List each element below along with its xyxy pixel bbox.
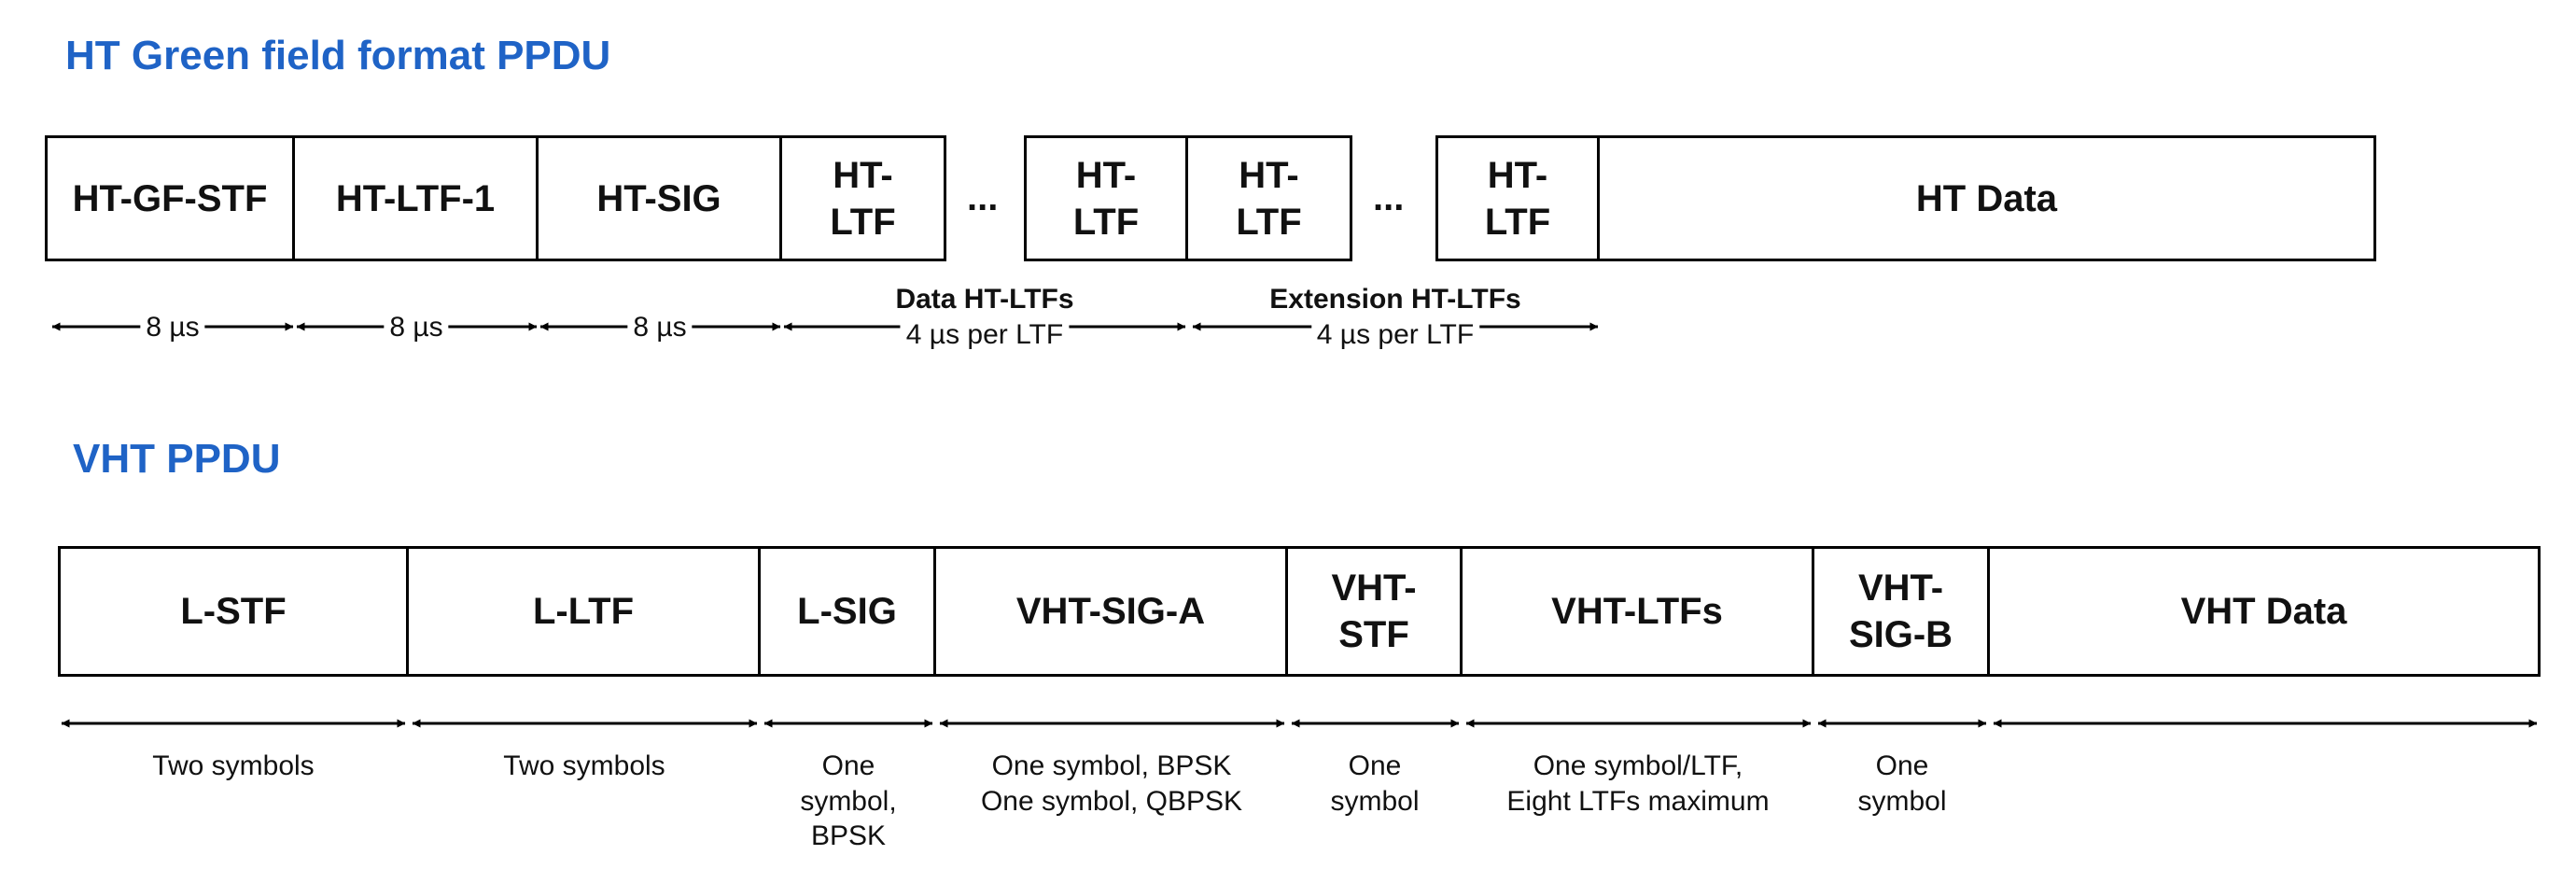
field-label: L-SIG [797, 591, 897, 632]
ht-ltf-field-1: HT-LTF [782, 135, 946, 261]
ht-ltf-field-4: HT-LTF [1435, 135, 1600, 261]
l-ltf-field: L-LTF [409, 546, 761, 677]
vht-duration-label-ltfs: One symbol/LTF, Eight LTFs maximum [1506, 750, 1770, 817]
ht-data-field: HT Data [1600, 135, 2376, 261]
l-stf-field: L-STF [58, 546, 409, 677]
field-label: HT-LTF-1 [335, 177, 496, 219]
vht-data-field: VHT Data [1990, 546, 2541, 677]
field-label: HT-LTF [1072, 154, 1140, 243]
vht-stf-field: VHT-STF [1288, 546, 1463, 677]
ht-ellipsis-2: ... [1373, 177, 1405, 218]
field-label: HT-LTF [830, 154, 896, 243]
field-label: L-STF [180, 591, 287, 632]
l-sig-field: L-SIG [761, 546, 936, 677]
vht-sig-a-field: VHT-SIG-A [936, 546, 1288, 677]
vht-duration-label-l-ltf: Two symbols [503, 750, 665, 781]
ht-section-title: HT Green field format PPDU [65, 33, 611, 78]
field-label: HT-SIG [596, 177, 721, 219]
field-label: VHT-SIG-A [1015, 591, 1206, 632]
ht-ltf-field-3: HT-LTF [1188, 135, 1352, 261]
ht-duration-label-sig: 8 µs [627, 310, 693, 345]
ht-ltf-1-field: HT-LTF-1 [295, 135, 539, 261]
ht-gf-stf-field: HT-GF-STF [45, 135, 295, 261]
field-label: VHT-STF [1331, 568, 1417, 655]
vht-duration-label-sig-b: One symbol [1857, 750, 1947, 817]
vht-ltfs-field: VHT-LTFs [1463, 546, 1814, 677]
vht-sig-b-field: VHT-SIG-B [1814, 546, 1990, 677]
field-label: VHT-LTFs [1551, 591, 1723, 632]
ht-ellipsis-1: ... [967, 177, 999, 218]
vht-duration-label-sig-a: One symbol, BPSK One symbol, QBPSK [980, 750, 1243, 817]
field-label: HT-LTF [1236, 154, 1302, 243]
vht-duration-label-l-stf: Two symbols [152, 750, 315, 781]
vht-section-title: VHT PPDU [73, 436, 281, 482]
ht-duration-label-data-ltfs: Data HT-LTFs 4 µs per LTF [889, 282, 1080, 352]
field-label: HT-GF-STF [72, 177, 268, 219]
field-label: VHT-SIG-B [1848, 568, 1953, 655]
field-label: VHT Data [2180, 591, 2347, 632]
field-label: HT Data [1915, 177, 2058, 219]
field-label: HT-LTF [1484, 154, 1551, 243]
ht-ltf-field-2: HT-LTF [1024, 135, 1188, 261]
ht-duration-label-ltf1: 8 µs [384, 310, 449, 345]
ht-duration-label-gf-stf: 8 µs [140, 310, 205, 345]
vht-duration-label-stf: One symbol [1330, 750, 1420, 817]
vht-duration-label-l-sig: One symbol, BPSK [800, 750, 897, 851]
ht-sig-field: HT-SIG [539, 135, 782, 261]
field-label: L-LTF [532, 591, 635, 632]
ht-duration-label-ext-ltfs: Extension HT-LTFs 4 µs per LTF [1264, 282, 1527, 352]
